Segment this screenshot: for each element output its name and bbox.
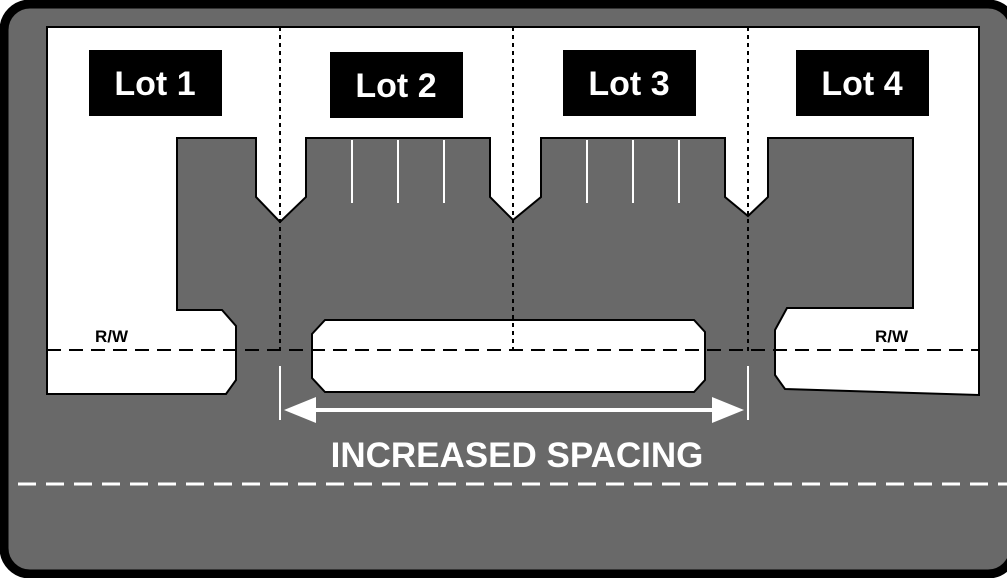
lot-label-text: Lot 1 [114, 65, 195, 103]
lot-2-label: Lot 2 [330, 52, 463, 118]
arrowhead-left-icon [284, 397, 316, 423]
spacing-arrow [284, 397, 744, 423]
lot-label-background [89, 50, 222, 116]
lot-label-text: Lot 3 [588, 65, 669, 103]
increased-spacing-label: INCREASED SPACING [331, 436, 704, 475]
right-of-way-label-left: R/W [95, 327, 129, 346]
lot-1-label: Lot 1 [89, 50, 222, 116]
lot-label-background [330, 52, 463, 118]
lot-label-background [563, 50, 696, 116]
lot-boundaries [279, 27, 749, 352]
lot-3-label: Lot 3 [563, 50, 696, 116]
lot-label-background [796, 50, 929, 116]
lot-4-label: Lot 4 [796, 50, 929, 116]
lot-label-text: Lot 4 [821, 65, 902, 103]
parking-stripes [351, 140, 680, 203]
right-of-way-label-right: R/W [875, 327, 909, 346]
median-island [311, 319, 706, 393]
lot-label-text: Lot 2 [355, 67, 436, 105]
arrowhead-right-icon [712, 397, 744, 423]
